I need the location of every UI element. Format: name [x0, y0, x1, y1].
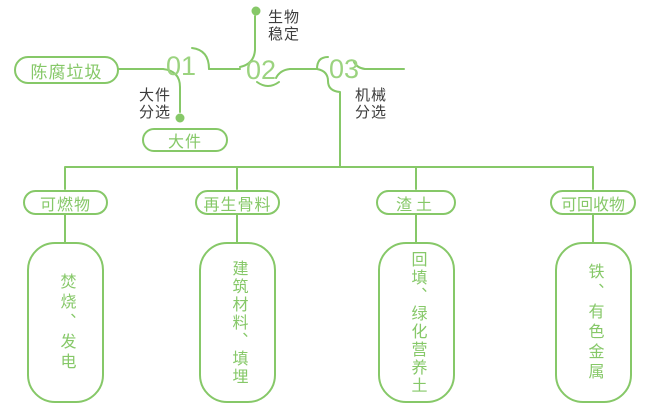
step3-tail-arc [353, 61, 366, 70]
bio-endpoint-dot [251, 6, 261, 16]
step1-over-arc [191, 47, 210, 70]
category-recycled-aggregate: 再生骨料 [195, 190, 280, 215]
step-number-02: 02 [245, 55, 277, 85]
step2-bio-branch-line [239, 15, 256, 68]
step2-tail-arc [275, 68, 291, 79]
bulky-output-node: 大件 [142, 128, 228, 152]
result-iron-nonferrous-metal-text: 铁、有色金属 [585, 262, 603, 383]
category-slag-soil-label: 渣土 [395, 196, 436, 214]
result-building-materials-landfill-text: 建筑材料、填埋 [229, 259, 247, 386]
step1-bulky-branch-line [162, 68, 181, 113]
step2-annotation: 生物 稳定 [268, 9, 301, 43]
source-label: 陈腐垃圾 [30, 62, 103, 82]
step-number-01: 01 [165, 51, 197, 81]
category-combustibles-label: 可燃物 [39, 196, 91, 214]
result-incineration-power: 焚烧、发电 [27, 242, 104, 403]
step3-annotation: 机械 分选 [355, 87, 388, 121]
category-recyclables: 可回收物 [550, 190, 636, 215]
step1-annotation: 大件 分选 [139, 87, 172, 121]
step3-over-arc [316, 56, 329, 70]
step3-feed-branch-line [316, 68, 341, 168]
category-combustibles: 可燃物 [23, 190, 108, 215]
step-number-03: 03 [328, 54, 360, 84]
result-backfill-nutrient-soil-text: 回填、绿化营养土 [408, 250, 426, 395]
category-recycled-aggregate-label: 再生骨料 [203, 196, 272, 214]
result-building-materials-landfill: 建筑材料、填埋 [199, 242, 276, 403]
category-recyclables-label: 可回收物 [560, 196, 625, 214]
step2-under-arc [256, 81, 280, 87]
result-incineration-power-text: 焚烧、发电 [57, 272, 75, 373]
bulky-output-label: 大件 [167, 134, 202, 151]
result-iron-nonferrous-metal: 铁、有色金属 [555, 242, 632, 403]
bulky-endpoint-dot [175, 113, 185, 123]
source-node: 陈腐垃圾 [14, 56, 119, 84]
result-backfill-nutrient-soil: 回填、绿化营养土 [378, 242, 455, 403]
category-slag-soil: 渣土 [376, 190, 456, 215]
distribution-line [64, 166, 594, 190]
